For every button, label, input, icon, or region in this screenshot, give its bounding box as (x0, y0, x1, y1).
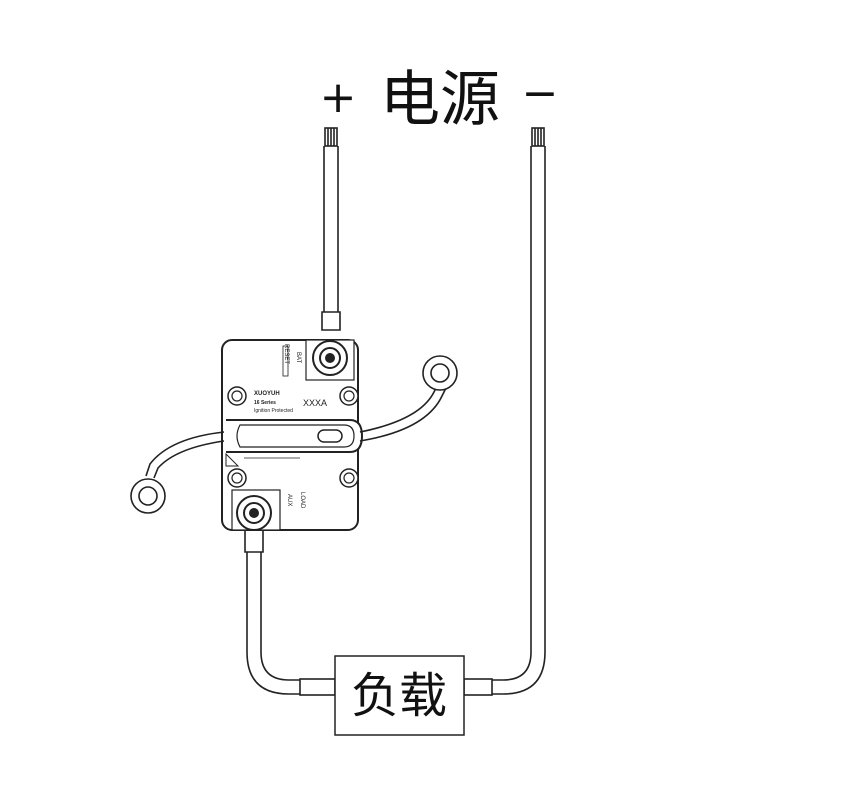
circuit-breaker: BAT RESET XUOYUH 16 Series Ignition Prot… (221, 339, 364, 531)
power-source-text: 电源 (380, 65, 500, 135)
load-side-label: LOAD (299, 492, 305, 509)
positive-wire (321, 127, 341, 331)
right-ring-terminal (359, 355, 458, 442)
brand-text: XUOYUH (254, 391, 280, 397)
aux-label: AUX (286, 494, 292, 506)
load-box: 负载 (334, 655, 465, 736)
bat-label: BAT (295, 352, 301, 364)
reset-label: RESET (283, 344, 289, 364)
left-ring-terminal (130, 431, 225, 514)
negative-sign: − (522, 68, 559, 119)
power-label: + 电源 − (320, 65, 559, 135)
bat-terminal: BAT RESET (282, 339, 355, 381)
positive-sign: + (320, 72, 357, 123)
load-text: 负载 (351, 668, 447, 724)
load-wire (244, 530, 336, 696)
reset-lever (225, 419, 364, 467)
aux-terminal: AUX LOAD (231, 489, 305, 531)
series-text: 16 Series (254, 400, 276, 406)
rating-text: XXXA (303, 398, 327, 408)
note-text: Ignition Protected (254, 408, 293, 414)
negative-wire (463, 127, 546, 696)
